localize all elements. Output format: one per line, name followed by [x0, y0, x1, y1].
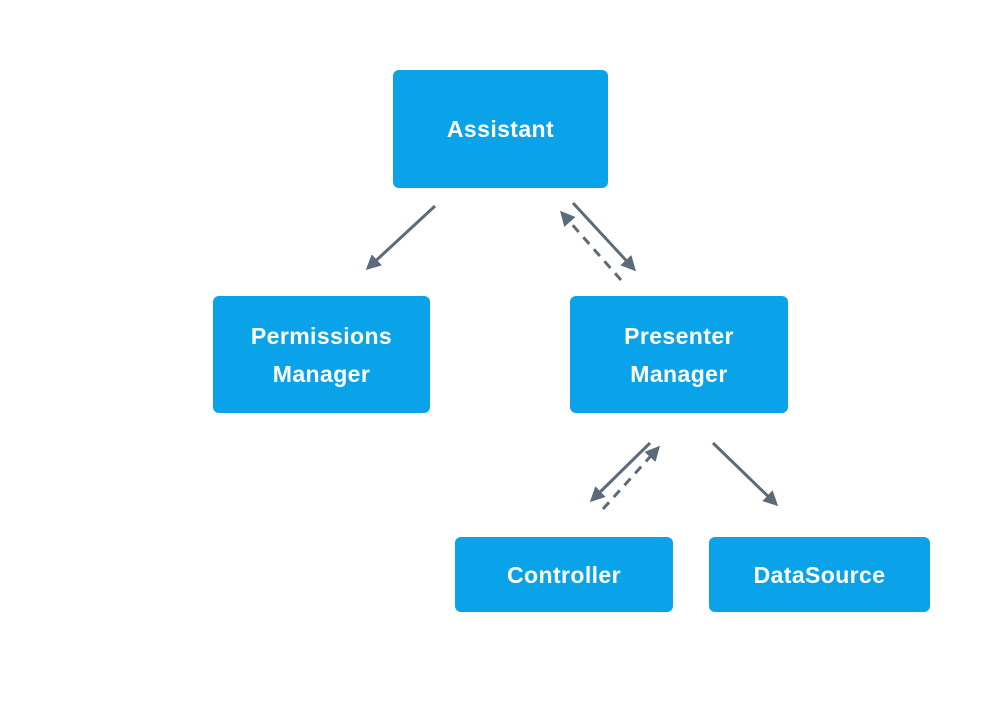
node-assistant-label: Assistant [446, 116, 555, 142]
node-permissions-manager: Permissions Manager [213, 296, 430, 413]
node-controller: Controller [455, 537, 673, 612]
arrow-presenter-manager-to-controller [589, 441, 652, 503]
node-presenter-manager-label-line1: Presenter [624, 322, 734, 349]
node-permissions-manager-label-line2: Manager [272, 360, 371, 387]
arrow-assistant-to-permissions-manager [365, 204, 437, 271]
node-controller-label: Controller [507, 561, 621, 588]
node-datasource-label: DataSource [753, 561, 886, 588]
node-permissions-manager-label-line1: Permissions [250, 322, 393, 349]
node-datasource: DataSource [709, 537, 930, 612]
arrow-controller-to-presenter-manager-dashed [601, 445, 661, 511]
node-assistant: Assistant [393, 70, 608, 188]
node-presenter-manager: Presenter Manager [570, 296, 788, 413]
node-presenter-manager-label-line2: Manager [630, 360, 728, 387]
arrow-presenter-manager-to-datasource [711, 441, 779, 507]
arrow-assistant-to-presenter-manager [571, 201, 637, 272]
